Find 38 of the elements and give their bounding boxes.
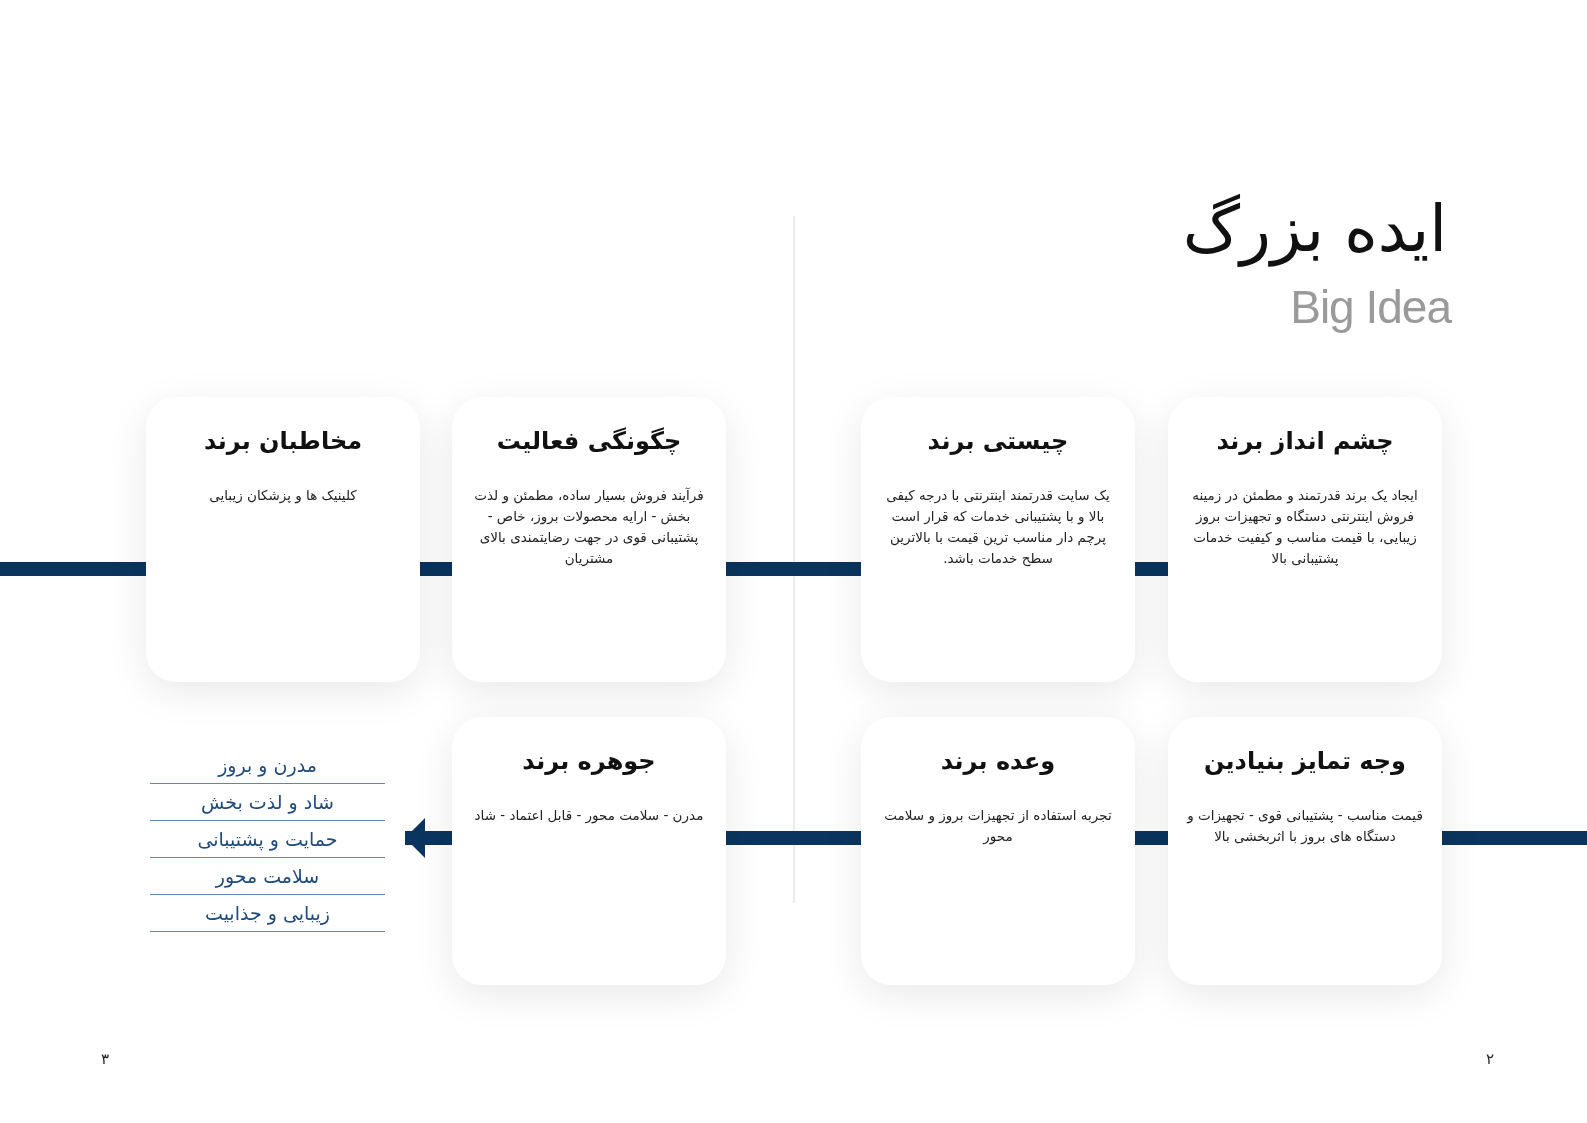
connector-bar <box>1442 831 1587 845</box>
subtitle: Big Idea <box>1290 280 1451 334</box>
connector-bar <box>1135 562 1168 576</box>
card-heading: وعده برند <box>939 747 1057 775</box>
card-text: تجربه استفاده از تجهیزات بروز و سلامت محور <box>883 806 1113 847</box>
page-number: ۲ <box>1486 1050 1495 1068</box>
card-heading: وجه تمایز بنیادین <box>1202 747 1408 775</box>
card-text: مدرن - سلامت محور - قابل اعتماد - شاد <box>473 806 705 826</box>
connector-bar <box>726 562 861 576</box>
card-text: ایجاد یک برند قدرتمند و مطمئن در زمینه فروش اینترنتی دستگاه و تجهیزات بروز زیبایی، با قیمت مناسب و کیفیت خدمات پشتیبانی بالا <box>1191 486 1419 568</box>
page-title: ایده بزرگ <box>1182 192 1447 266</box>
info-card <box>861 717 1135 985</box>
info-card <box>146 397 420 682</box>
info-card <box>1168 717 1442 985</box>
card-heading: چگونگی فعالیت <box>495 427 683 455</box>
info-card <box>452 397 726 682</box>
connector-bar <box>726 831 861 845</box>
page-number: ۳ <box>101 1050 110 1068</box>
list-item: سلامت محور <box>150 858 385 895</box>
list-item: شاد و لذت بخش <box>150 784 385 821</box>
list-item: حمایت و پشتیبانی <box>150 821 385 858</box>
list-item: زیبایی و جذابیت <box>150 895 385 932</box>
info-card <box>861 397 1135 682</box>
card-heading: چشم انداز برند <box>1215 427 1395 455</box>
connector-bar <box>1135 831 1168 845</box>
arrow <box>405 818 452 858</box>
card-text: یک سایت قدرتمند اینترنتی با درجه کیفی بالا و با پشتیبانی خدمات که قرار است پرچم دار مناسب ترین قیمت با بالاترین سطح خدمات باشد. <box>885 486 1111 569</box>
info-card <box>1168 397 1442 682</box>
card-text: قیمت مناسب - پشتیبانی قوی - تجهیزات و دستگاه های بروز با اثربخشی بالا <box>1186 806 1424 847</box>
card-heading: جوهره برند <box>521 747 657 775</box>
card-text: کلینیک ها و پزشکان زیبایی <box>208 486 358 506</box>
info-card <box>452 717 726 985</box>
card-heading: چیستی برند <box>926 427 1070 455</box>
connector-bar <box>420 562 452 576</box>
card-heading: مخاطبان برند <box>202 427 364 455</box>
card-text: فرآیند فروش بسیار ساده، مطمئن و لذت بخش - ارایه محصولات بروز، خاص - پشتیبانی قوی در جهت رضایتمندی بالای مشتریان <box>473 486 705 569</box>
connector-bar <box>0 562 146 576</box>
list-item: مدرن و بروز <box>150 747 385 784</box>
